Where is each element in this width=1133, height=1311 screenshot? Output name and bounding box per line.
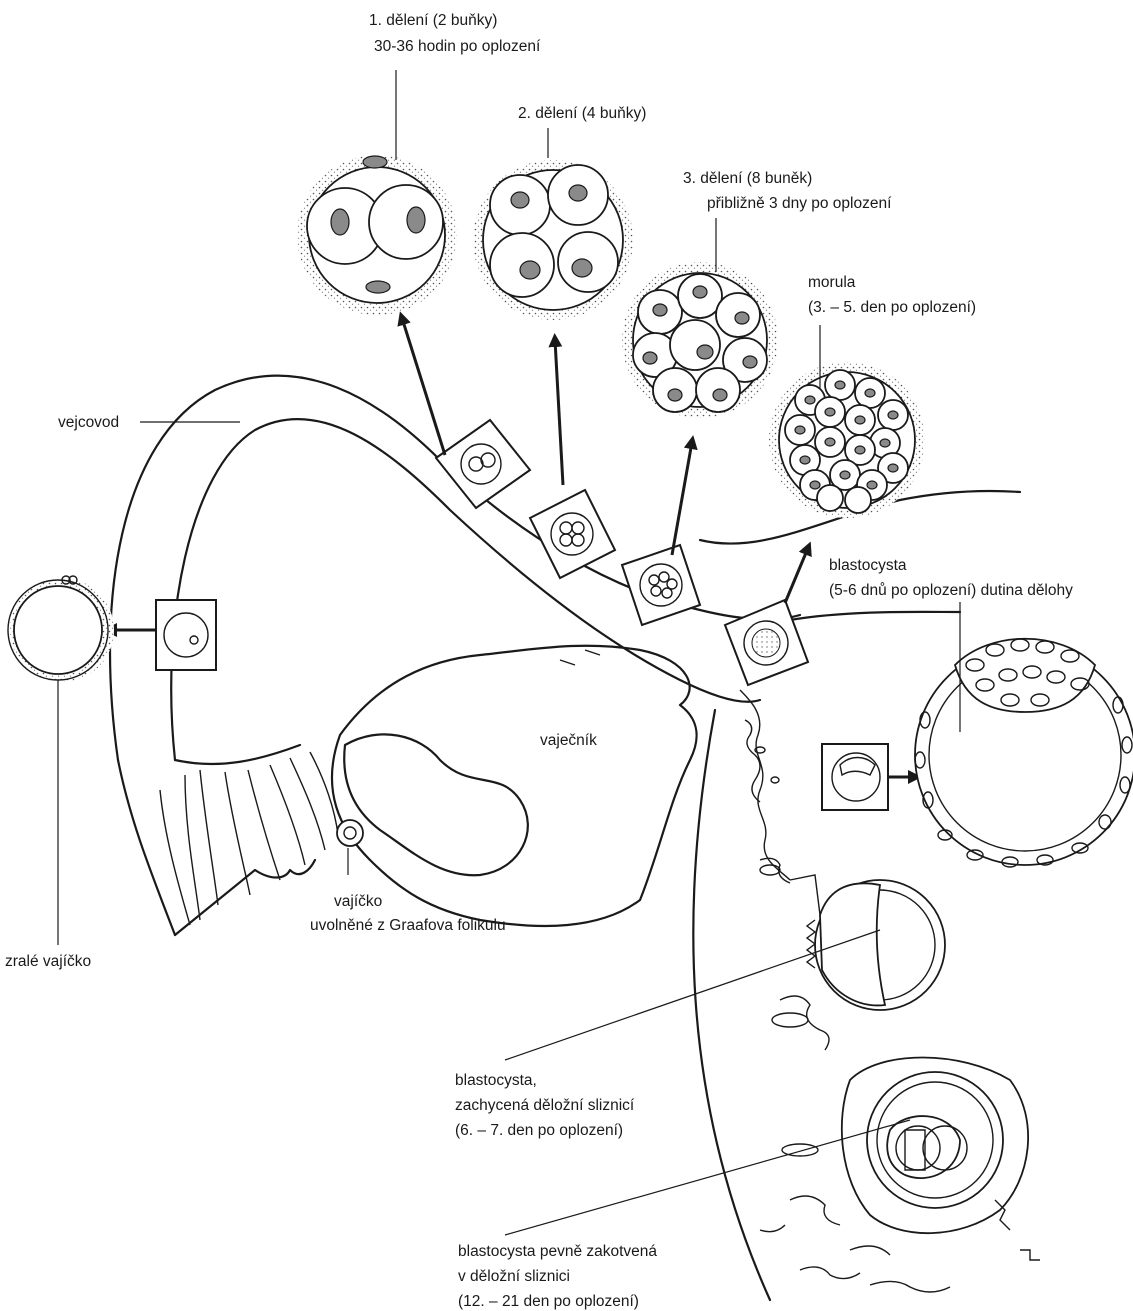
label-division2-title: 2. dělení (4 buňky) <box>518 105 646 122</box>
label-ovary: vaječník <box>540 732 597 749</box>
label-anchored-1: blastocysta pevně zakotvená <box>458 1243 657 1260</box>
label-morula-time: (3. – 5. den po oplození) <box>808 299 976 316</box>
label-division1-title: 1. dělení (2 buňky) <box>369 12 497 29</box>
label-mature-egg: zralé vajíčko <box>5 953 91 970</box>
eight-cell-embryo <box>622 218 778 418</box>
label-blastocyst-title: blastocysta <box>829 557 907 574</box>
label-attached-3: (6. – 7. den po oplození) <box>455 1122 623 1139</box>
box-blastocyst <box>822 744 888 810</box>
label-released-egg-1: vajíčko <box>334 893 382 910</box>
attached-blastocyst <box>505 875 945 1060</box>
anchored-blastocyst <box>505 1058 1040 1261</box>
ovary <box>332 646 697 926</box>
label-blastocyst-time: (5-6 dnů po oplození) dutina dělohy <box>829 582 1073 599</box>
label-anchored-3: (12. – 21 den po oplození) <box>458 1293 639 1310</box>
four-cell-embryo <box>473 128 633 320</box>
blastocyst-large <box>915 602 1133 867</box>
mature-egg <box>8 576 114 945</box>
box-zygote <box>156 600 216 670</box>
fimbriae <box>118 745 338 935</box>
box-2cell <box>436 420 530 508</box>
label-division1-time: 30-36 hodin po oplození <box>374 38 541 55</box>
label-released-egg-2: uvolněné z Graafova folikulu <box>310 917 506 934</box>
label-attached-1: blastocysta, <box>455 1072 537 1089</box>
label-attached-2: zachycená děložní sliznicí <box>455 1097 635 1114</box>
label-morula-title: morula <box>808 274 856 291</box>
two-cell-embryo <box>297 70 457 315</box>
label-division3-title: 3. dělení (8 buněk) <box>683 170 812 187</box>
box-8cell <box>622 545 700 625</box>
label-oviduct: vejcovod <box>58 414 119 431</box>
box-morula <box>725 600 808 685</box>
label-division3-time: přibližně 3 dny po oplození <box>707 195 892 212</box>
label-anchored-2: v děložní sliznici <box>458 1268 570 1285</box>
morula <box>769 325 925 518</box>
box-4cell <box>530 490 615 578</box>
